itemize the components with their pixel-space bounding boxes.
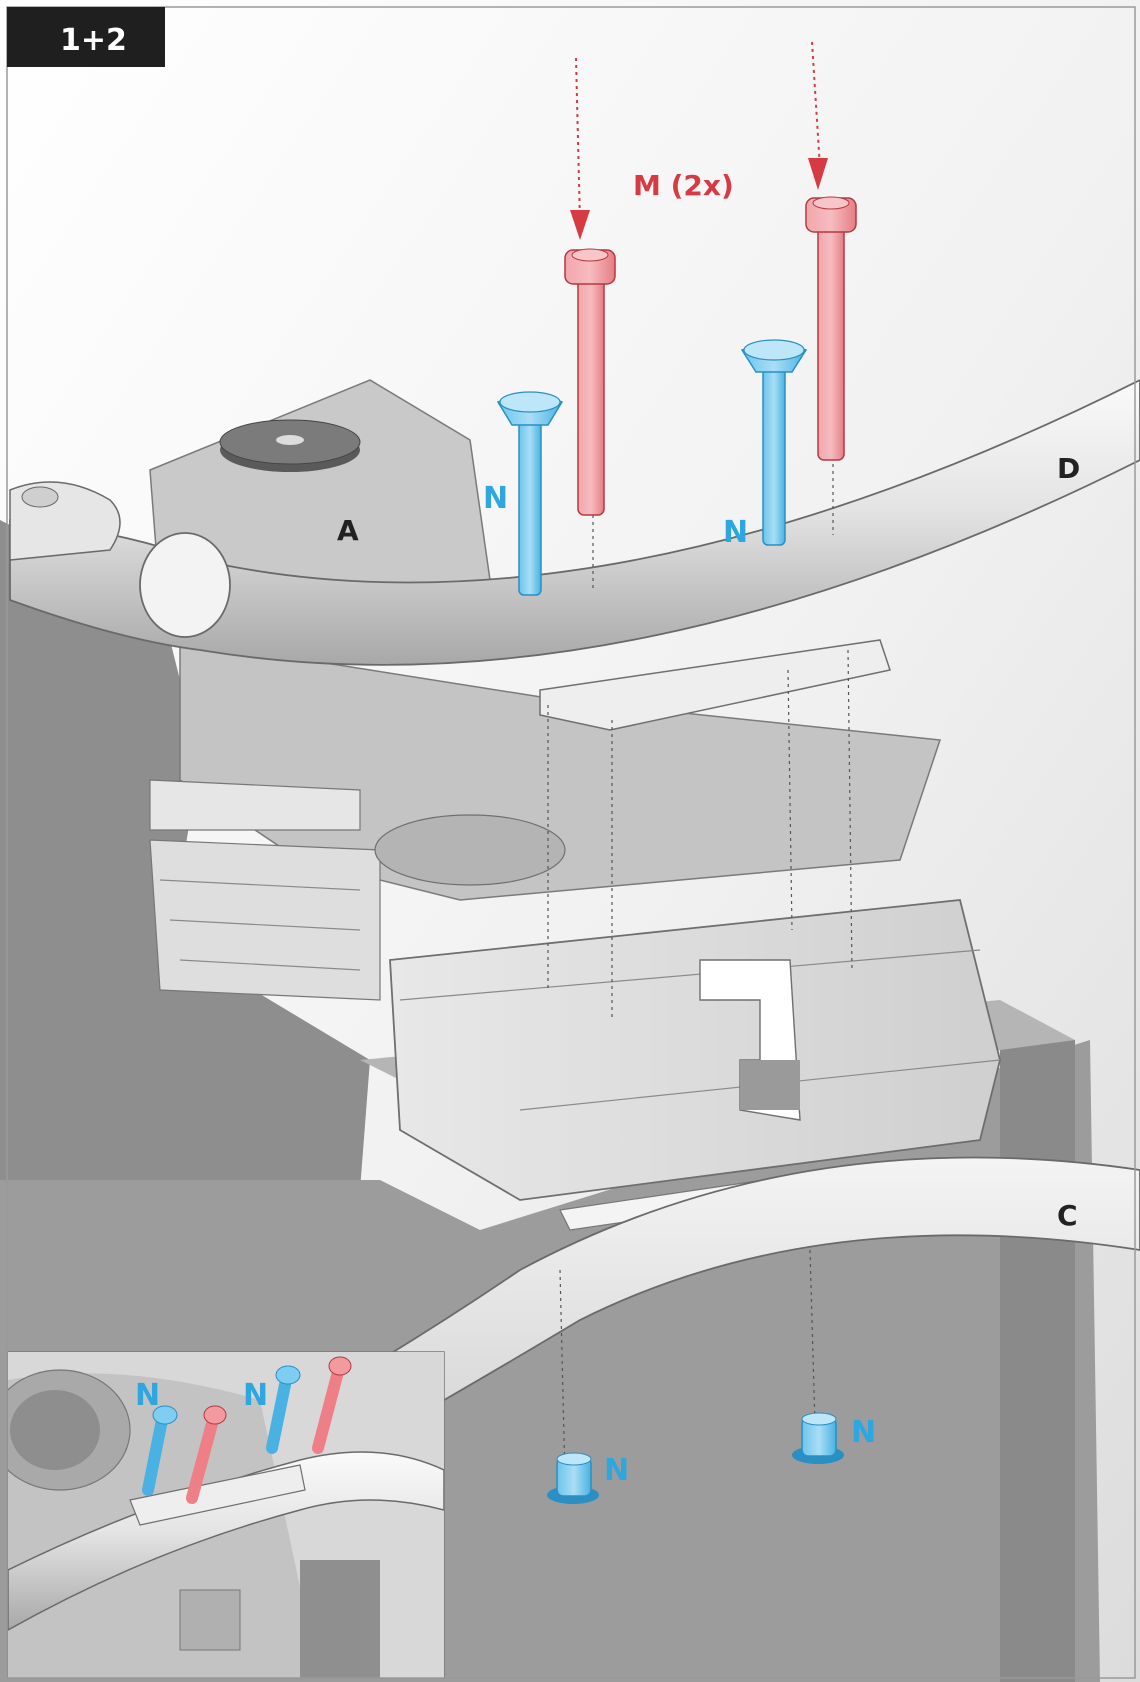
inset-label-n-right: N	[243, 1378, 268, 1413]
bolt-m-left	[564, 248, 616, 516]
label-n-lower-right: N	[851, 1415, 876, 1450]
nut-n-right	[792, 1412, 844, 1464]
detail-inset: N N	[7, 1351, 445, 1679]
arrow-down-icon	[570, 210, 590, 240]
bolt-n-left	[496, 391, 564, 596]
inset-label-n-left: N	[135, 1378, 160, 1413]
page-border	[6, 6, 1136, 1679]
insert-arrows	[570, 41, 828, 240]
step-badge: 1+2	[7, 7, 165, 67]
tube-d	[9, 378, 1140, 666]
nut-n-left	[547, 1452, 599, 1504]
guide-lines	[547, 450, 853, 1481]
label-m: M (2x)	[633, 169, 734, 202]
housing-upper	[149, 379, 942, 1001]
bolt-m-right	[805, 196, 857, 461]
label-n-lower-left: N	[604, 1453, 629, 1488]
label-d: D	[1057, 452, 1080, 485]
step-number: 1+2	[60, 23, 127, 58]
label-n-upper-right: N	[723, 515, 748, 550]
bolt-n-right	[740, 339, 808, 546]
label-n-upper-left: N	[483, 481, 508, 516]
label-a: A	[337, 514, 359, 547]
plate	[539, 639, 891, 731]
arrow-down-icon	[808, 158, 828, 190]
label-c: C	[1057, 1199, 1078, 1232]
